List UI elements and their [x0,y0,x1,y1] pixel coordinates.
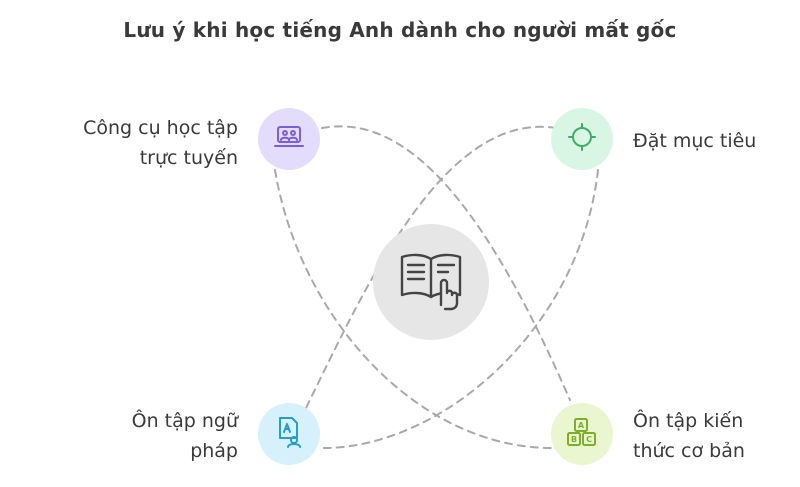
diagram-title: Lưu ý khi học tiếng Anh dành cho người m… [123,18,677,42]
connector-arc-left [274,169,556,450]
label-goals: Đặt mục tiêu [633,126,756,156]
label-grammar-line-1: Ôn tập ngữ [131,410,238,432]
label-basics: Ôn tập kiến thức cơ bản [633,406,745,466]
connector-arc-bottom [299,125,557,421]
label-grammar: Ôn tập ngữ pháp [132,406,238,466]
connector-arc-top [321,125,571,401]
label-basics-line-1: Ôn tập kiến [633,410,744,432]
label-online-tools-line-2: trực tuyến [139,147,238,169]
svg-text:B: B [571,435,577,444]
label-goals-line-1: Đặt mục tiêu [633,130,757,152]
svg-text:A: A [578,421,585,430]
target-icon [567,122,597,156]
label-grammar-line-2: pháp [190,440,238,462]
laptop-users-icon [274,124,304,154]
label-online-tools: Công cụ học tập trực tuyến [83,113,238,173]
connector-arc-right [319,169,599,450]
node-goals [551,108,613,170]
node-online-tools [258,108,320,170]
center-node [373,224,489,340]
node-grammar [258,403,320,465]
book-hand-icon [397,249,465,315]
label-basics-line-2: thức cơ bản [633,440,745,462]
svg-text:C: C [586,435,592,444]
node-basics: A B C [551,403,613,465]
document-person-icon [274,416,304,452]
abc-blocks-icon: A B C [566,417,598,451]
label-online-tools-line-1: Công cụ học tập [83,117,238,139]
